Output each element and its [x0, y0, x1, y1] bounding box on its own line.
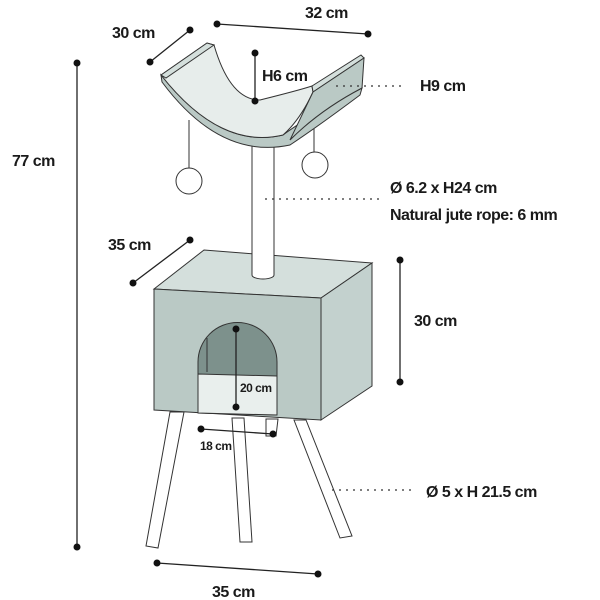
scratching-post — [251, 131, 275, 280]
bowl-rim-left — [160, 42, 216, 79]
bowl-inner-height-label: H6 cm — [262, 68, 308, 85]
post-rope-label: Natural jute rope: 6 mm — [390, 207, 557, 224]
box-height-label: 30 cm — [414, 313, 457, 330]
door-floor — [197, 373, 278, 416]
bowl-perch — [160, 42, 365, 148]
cat-house-box — [152, 249, 374, 421]
leg-size-label: Ø 5 x H 21.5 cm — [426, 484, 537, 501]
leg-front-middle — [231, 417, 253, 543]
leg-front-left — [145, 411, 185, 549]
door-width-label: 18 cm — [200, 439, 232, 453]
toy-ball-left — [175, 167, 203, 195]
total-height-label: 77 cm — [12, 153, 55, 170]
dimension-lines — [73, 20, 415, 578]
legs — [145, 411, 353, 549]
bowl-depth-label: 30 cm — [112, 25, 155, 42]
toy-ball-right — [301, 151, 329, 179]
box-depth-label: 35 cm — [108, 237, 151, 254]
toy-balls — [175, 110, 329, 195]
bowl-width-label: 32 cm — [305, 5, 348, 22]
bowl-outer-height-label: H9 cm — [420, 78, 466, 95]
post-size-label: Ø 6.2 x H24 cm — [390, 180, 497, 197]
door-height-label: 20 cm — [240, 381, 272, 395]
leg-right — [293, 419, 353, 539]
bowl-inner — [160, 42, 314, 138]
base-width-label: 35 cm — [212, 584, 255, 600]
